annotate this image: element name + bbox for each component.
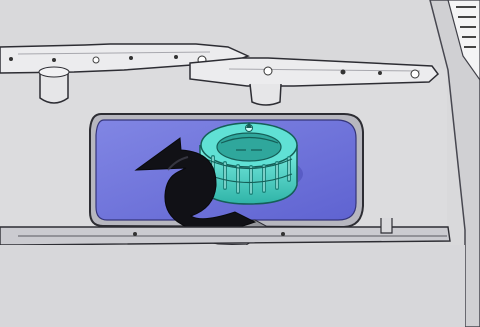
counterclockwise-arrow-icon [134, 137, 257, 233]
filter-cap [199, 122, 298, 205]
upper-spray-arm [0, 43, 250, 104]
bottom-floor [0, 245, 465, 327]
front-clip [380, 218, 393, 234]
front-dot-right [281, 232, 285, 236]
lower-spray-arm [189, 57, 440, 106]
rack-lines [456, 6, 476, 48]
rack-detail [447, 0, 480, 82]
arrow-highlight [167, 156, 189, 171]
right-wall [429, 0, 480, 327]
front-dot-left [133, 232, 137, 236]
